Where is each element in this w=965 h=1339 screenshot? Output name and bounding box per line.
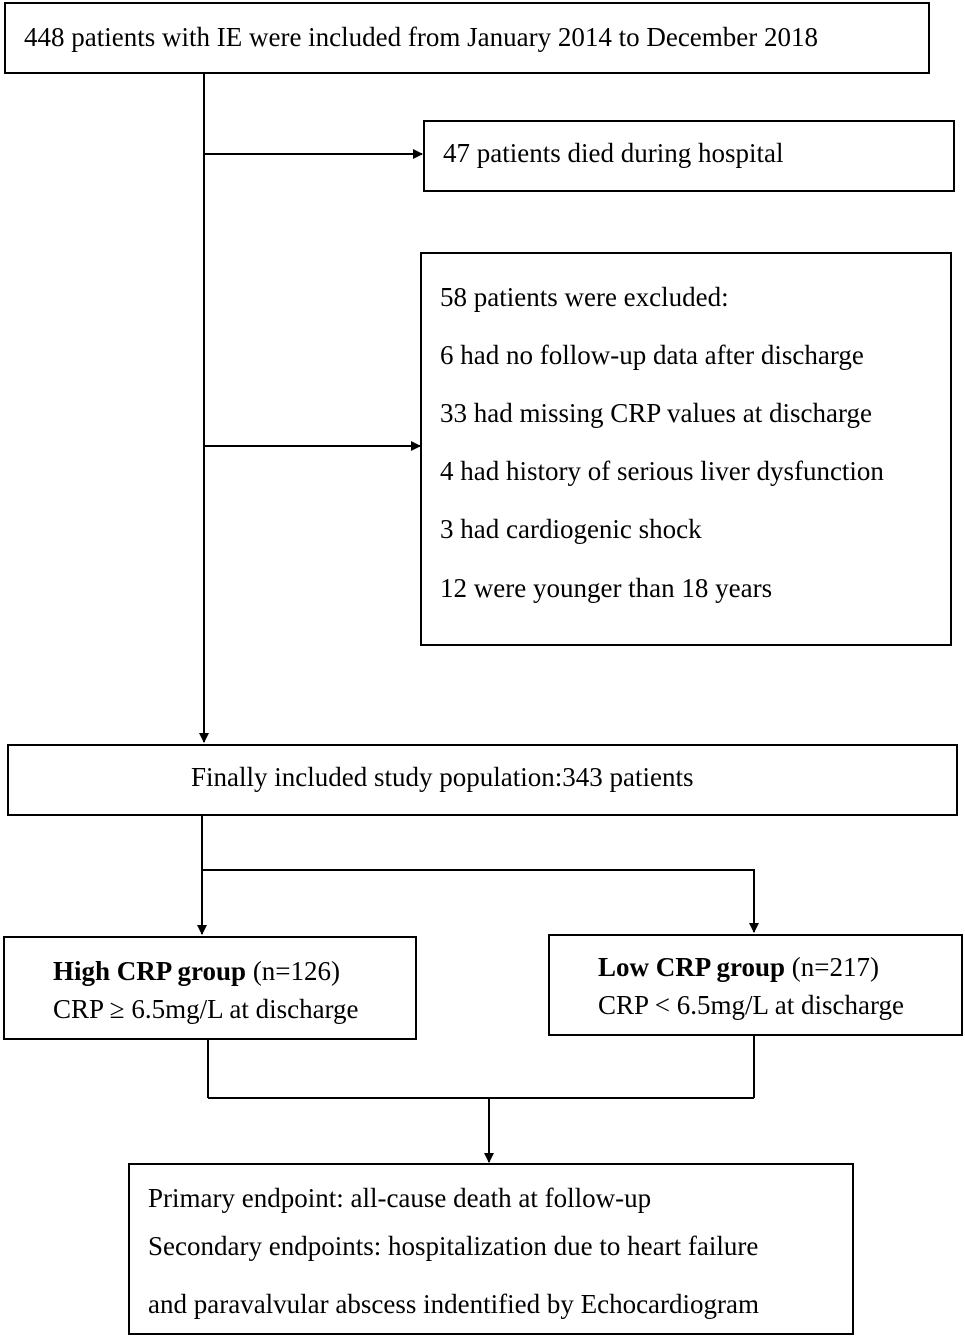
died-text: 47 patients died during hospital — [443, 138, 784, 168]
excluded-title: 58 patients were excluded: — [440, 282, 729, 312]
enrolled-box: 448 patients with IE were included from … — [4, 2, 930, 74]
excluded-item: 33 had missing CRP values at discharge — [440, 398, 872, 428]
secondary-endpoint-cont: and paravalvular abscess indentified by … — [148, 1289, 760, 1319]
high-crp-count: (n=126) — [252, 956, 341, 986]
high-crp-heading: High CRP group (n=126) — [53, 958, 340, 985]
died-box: 47 patients died during hospital — [423, 120, 955, 192]
excluded-item: 4 had history of serious liver dysfuncti… — [440, 456, 884, 486]
high-crp-criterion: CRP ≥ 6.5mg/L at discharge — [53, 994, 359, 1024]
excluded-item: 12 were younger than 18 years — [440, 573, 773, 603]
final-text: Finally included study population:343 pa… — [191, 762, 694, 792]
final-box: Finally included study population:343 pa… — [7, 744, 958, 816]
excluded-item: 3 had cardiogenic shock — [440, 514, 702, 544]
low-crp-count: (n=217) — [791, 952, 880, 982]
excluded-item: 6 had no follow-up data after discharge — [440, 340, 864, 370]
excluded-box: 58 patients were excluded: 6 had no foll… — [420, 252, 952, 646]
low-arrow — [202, 869, 759, 933]
enrolled-text: 448 patients with IE were included from … — [24, 22, 819, 52]
low-crp-name: Low CRP group — [598, 952, 786, 982]
low-crp-box: Low CRP group (n=217) CRP < 6.5mg/L at d… — [548, 934, 963, 1036]
low-crp-criterion: CRP < 6.5mg/L at discharge — [598, 990, 904, 1020]
low-crp-heading: Low CRP group (n=217) — [598, 954, 879, 981]
secondary-endpoint: Secondary endpoints: hospitalization due… — [148, 1231, 759, 1261]
endpoints-box: Primary endpoint: all-cause death at fol… — [128, 1163, 854, 1335]
high-crp-box: High CRP group (n=126) CRP ≥ 6.5mg/L at … — [3, 936, 417, 1040]
primary-endpoint: Primary endpoint: all-cause death at fol… — [148, 1183, 652, 1213]
high-crp-name: High CRP group — [53, 956, 247, 986]
